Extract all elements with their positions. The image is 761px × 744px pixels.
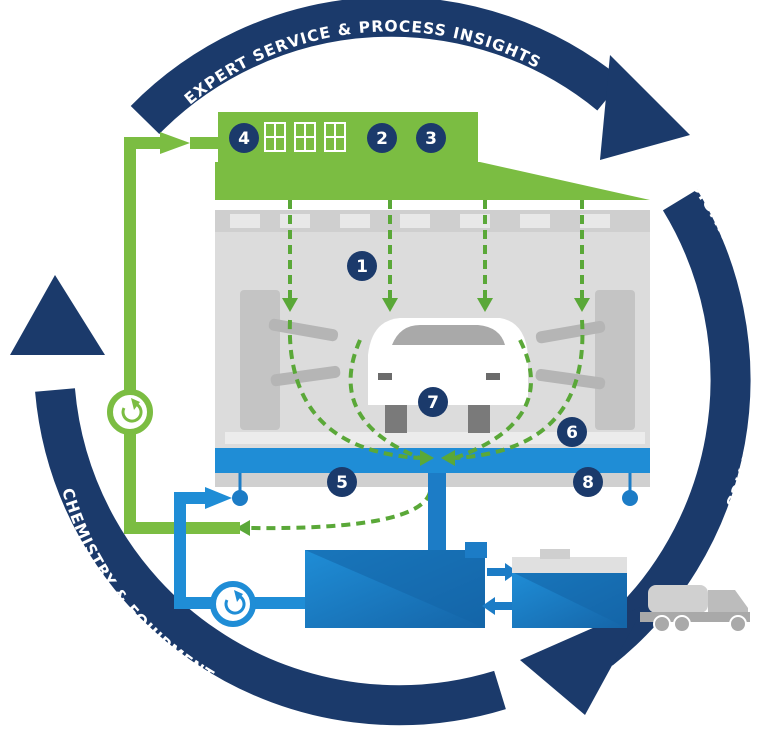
tank-connectors [482,563,518,615]
booth-grate [225,432,645,444]
booth-vents [230,214,610,228]
svg-text:8: 8 [582,473,594,493]
sludge-tank-main [305,542,487,628]
tanker-truck-icon [640,585,750,633]
svg-text:1: 1 [356,257,368,277]
cycle-arc-bottom [35,388,506,726]
robot-right [595,290,635,430]
car-carrier-right [468,405,490,433]
car-light-left [378,373,392,380]
car-windshield [392,325,505,345]
drain-pipe [428,473,446,553]
svg-text:5: 5 [336,473,348,493]
car [368,318,528,433]
robot-arm-left-lower [270,365,341,387]
supply-hood [215,162,650,200]
svg-text:3: 3 [425,129,437,149]
filter-icon [264,122,346,152]
robot-arm-right-lower [535,368,606,390]
airflow-arrowheads [236,298,590,536]
green-pump-icon [107,389,153,435]
sludge-tank-secondary [512,549,627,628]
cycle-arc-top [130,0,623,135]
airflow-dashed [249,200,585,531]
svg-text:6: 6 [566,423,578,443]
cycle-arrowhead-right [520,605,645,715]
badge-8: 8 [573,467,603,497]
badge-3: 3 [416,123,446,153]
robot-left [240,290,280,430]
badge-4: 4 [229,123,259,153]
car-light-right [486,373,500,380]
badge-7: 7 [418,387,448,417]
floor-channel [215,448,650,473]
cycle-arrowhead-left [10,275,105,355]
robot-arm-right-upper [535,320,606,344]
green-arrowhead [160,132,190,154]
badge-1: 1 [347,251,377,281]
badge-2: 2 [367,123,397,153]
svg-text:2: 2 [376,129,388,149]
badge-5: 5 [327,467,357,497]
robot-arm-left-upper [268,318,339,342]
svg-text:4: 4 [238,129,250,149]
blue-pump-icon [210,581,256,627]
drain-valve-right [622,490,638,506]
blue-water-circuit [174,473,638,627]
car-carrier-left [385,405,407,433]
blue-arrowhead [205,487,232,509]
svg-text:7: 7 [427,393,439,413]
badge-6: 6 [557,417,587,447]
cycle-arrowhead-top [600,55,690,160]
drain-valve-left [232,490,248,506]
